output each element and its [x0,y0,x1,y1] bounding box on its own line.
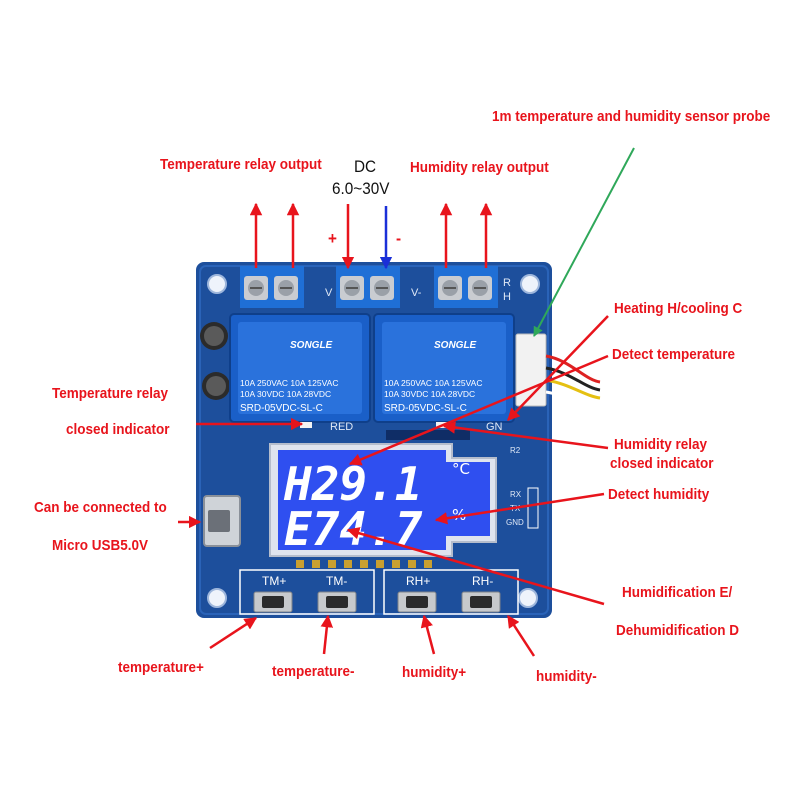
label-usb-1: Can be connected to [34,499,167,516]
label-temperature-plus: temperature+ [118,659,204,676]
silk-h: H [503,291,511,303]
lcd-line2: E74.7 [284,502,423,556]
label-dc: DC [354,157,377,176]
relay-model: SRD-05VDC-SL-C [240,403,323,414]
tm-minus-button[interactable] [317,591,357,613]
tm-plus-button[interactable] [253,591,293,613]
silk-tm-plus: TM+ [262,574,286,588]
silk-red: RED [330,421,353,433]
relay-brand: SONGLE [290,340,333,351]
lcd-unit-celsius: °C [452,460,470,478]
silk-rh-plus: RH+ [406,574,430,588]
relay-rating: 10A 250VAC 10A 125VAC [240,378,338,388]
lcd-unit-percent: % [452,506,466,524]
label-detect-temperature: Detect temperature [612,346,736,363]
label-detect-humidity: Detect humidity [608,486,710,503]
relay-rating: 10A 30VDC 10A 28VDC [384,389,475,399]
terminal-block-temp[interactable] [240,266,304,308]
label-usb-2: Micro USB5.0V [52,537,149,554]
label-humid-mode-1: Humidification E/ [622,584,733,601]
silk-v: V [325,287,333,299]
relay-rating: 10A 30VDC 10A 28VDC [240,389,331,399]
lcd-line1: H29.1 [283,457,422,511]
annotation-arrows [178,202,609,657]
label-minus: - [396,229,402,248]
lcd-display: H29.1 E74.7 °C % [269,443,497,557]
terminal-block-humidity[interactable] [434,266,498,308]
temp-led [300,422,312,428]
rh-minus-button[interactable] [461,591,501,613]
rh-plus-button[interactable] [397,591,437,613]
label-temp-relay-closed-1: Temperature relay [52,385,169,402]
silk-gnd: GND [506,518,524,527]
label-heating-cooling: Heating H/cooling C [614,300,743,317]
label-plus: + [328,229,337,248]
label-dc-range: 6.0~30V [332,179,390,198]
relay-temperature: SONGLE 10A 250VAC 10A 125VAC 10A 30VDC 1… [229,313,371,423]
relay-brand: SONGLE [434,340,477,351]
silk-v-minus: V- [411,287,422,299]
silk-rx: RX [510,490,522,499]
relay-model: SRD-05VDC-SL-C [384,403,467,414]
label-temp-relay-output: Temperature relay output [160,156,322,173]
label-humidity-minus: humidity- [536,668,597,685]
label-temperature-minus: temperature- [272,663,355,680]
label-humidity-relay-closed-2: closed indicator [610,455,714,472]
mount-hole [518,588,538,608]
relay-rating: 10A 250VAC 10A 125VAC [384,378,482,388]
mount-hole [520,274,540,294]
relay-humidity: SONGLE 10A 250VAC 10A 125VAC 10A 30VDC 1… [373,313,515,423]
label-humidity-relay-closed-1: Humidity relay [614,436,708,453]
label-humidity-plus: humidity+ [402,664,467,681]
label-sensor-probe: 1m temperature and humidity sensor probe [492,108,771,125]
mount-hole [207,588,227,608]
label-temp-relay-closed-2: closed indicator [66,421,170,438]
silk-gn: GN [486,421,503,433]
mount-hole [207,274,227,294]
silk-r: R [503,277,511,289]
probe-arrow [533,147,635,337]
silk-rh-minus: RH- [472,574,493,588]
silk-r2: R2 [510,446,521,455]
label-humidity-relay-output: Humidity relay output [410,159,549,176]
capacitor [200,322,230,400]
label-humid-mode-2: Dehumidification D [616,622,740,639]
terminal-block-power[interactable] [336,266,400,308]
silk-tm-minus: TM- [326,574,347,588]
